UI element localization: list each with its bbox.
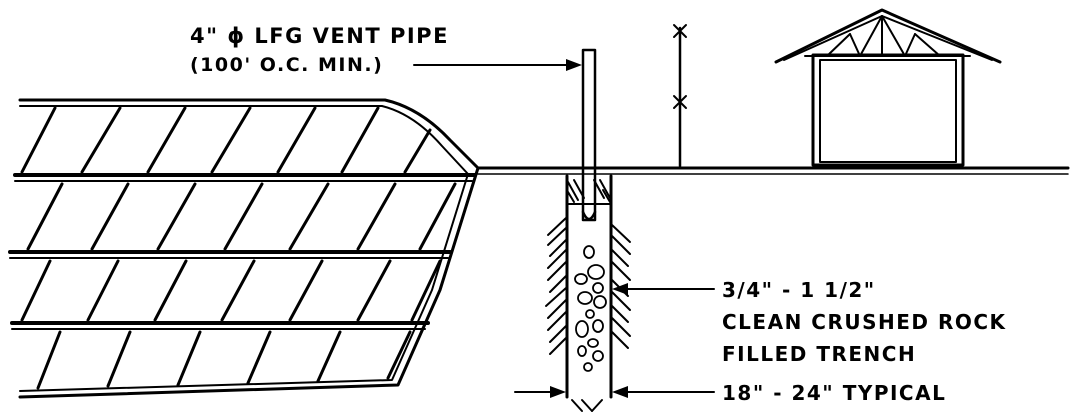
landfill-outline [18,98,480,399]
rock-label: 3/4" - 1 1/2" CLEAN CRUSHED ROCK FILLED … [612,278,1007,366]
landfill-waste-cells [8,98,480,399]
vent-pipe-label-line1: 4" ϕ LFG VENT PIPE [190,24,449,48]
rock-arrowhead [612,283,628,295]
vent-pipe-label-line2: (100' O.C. MIN.) [190,54,383,76]
rock-desc-label-line2: FILLED TRENCH [722,342,916,366]
trench-soil-cap [566,179,612,205]
vent-pipe [581,48,597,222]
trench-width-label: 18" - 24" TYPICAL [722,381,946,405]
fence-post [673,24,687,168]
rock-desc-label-line1: CLEAN CRUSHED ROCK [722,310,1007,334]
trench-width-dimension: 18" - 24" TYPICAL [514,381,946,405]
width-arrow-right [612,386,628,398]
native-soil-hatching [545,217,631,412]
cell-layer-lines [8,173,477,330]
cell-hatching [20,106,457,390]
vent-pipe-label: 4" ϕ LFG VENT PIPE (100' O.C. MIN.) [190,24,582,76]
roof-truss [804,15,971,57]
building [774,8,1002,167]
gravel-trench [545,174,631,412]
ground-surface [476,166,1070,175]
rock-size-label: 3/4" - 1 1/2" [722,278,876,302]
vent-pipe-arrowhead [566,59,582,71]
width-arrow-left [550,386,566,398]
crushed-rock-fill [574,245,607,372]
